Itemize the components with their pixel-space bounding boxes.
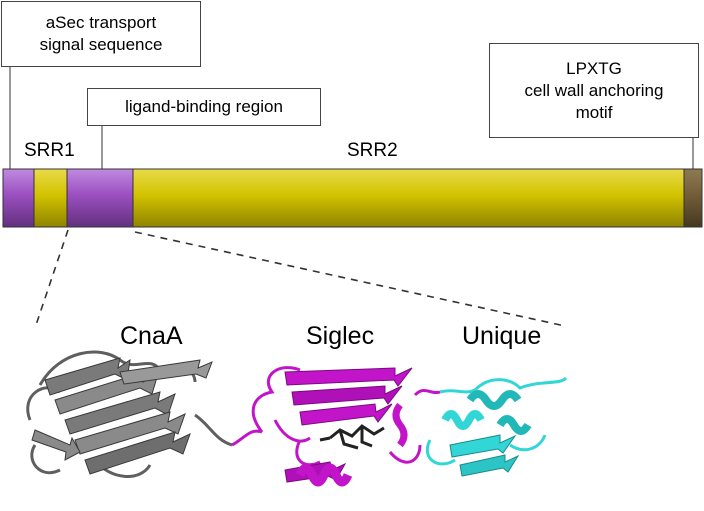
srr2-segment [132,168,685,228]
lpxtg-callout-line1: LPXTG [566,59,622,78]
linker-cnaa-siglec [231,429,263,447]
cnaa-structure [26,350,233,478]
cnaa-label: CnaA [120,322,183,350]
siglec-structure [251,366,441,487]
unique-structure [426,376,568,477]
ligand-callout-text: ligand-binding region [125,97,283,116]
lpxtg-segment [683,168,703,228]
ligand-sticks [319,424,385,450]
srr1-label: SRR1 [24,140,75,161]
zoom-line-right [134,231,566,327]
signal-sequence-segment [2,168,35,228]
srr2-label: SRR2 [347,140,398,161]
asec-callout: aSec transport signal sequence [1,1,201,67]
ligand-binding-segment [66,168,134,228]
zoom-line-left [34,229,69,329]
srr1-segment [33,168,68,228]
siglec-label: Siglec [306,322,375,350]
ligand-callout: ligand-binding region [87,88,321,126]
lpxtg-callout-line3: motif [575,103,613,122]
unique-label: Unique [462,322,542,350]
protein-bar [2,168,703,228]
lpxtg-callout: LPXTG cell wall anchoring motif [489,43,699,138]
lpxtg-callout-line2: cell wall anchoring [524,81,664,100]
linker-siglec-unique [439,388,476,394]
asec-callout-line2: signal sequence [39,35,163,54]
asec-callout-line1: aSec transport [45,13,157,32]
